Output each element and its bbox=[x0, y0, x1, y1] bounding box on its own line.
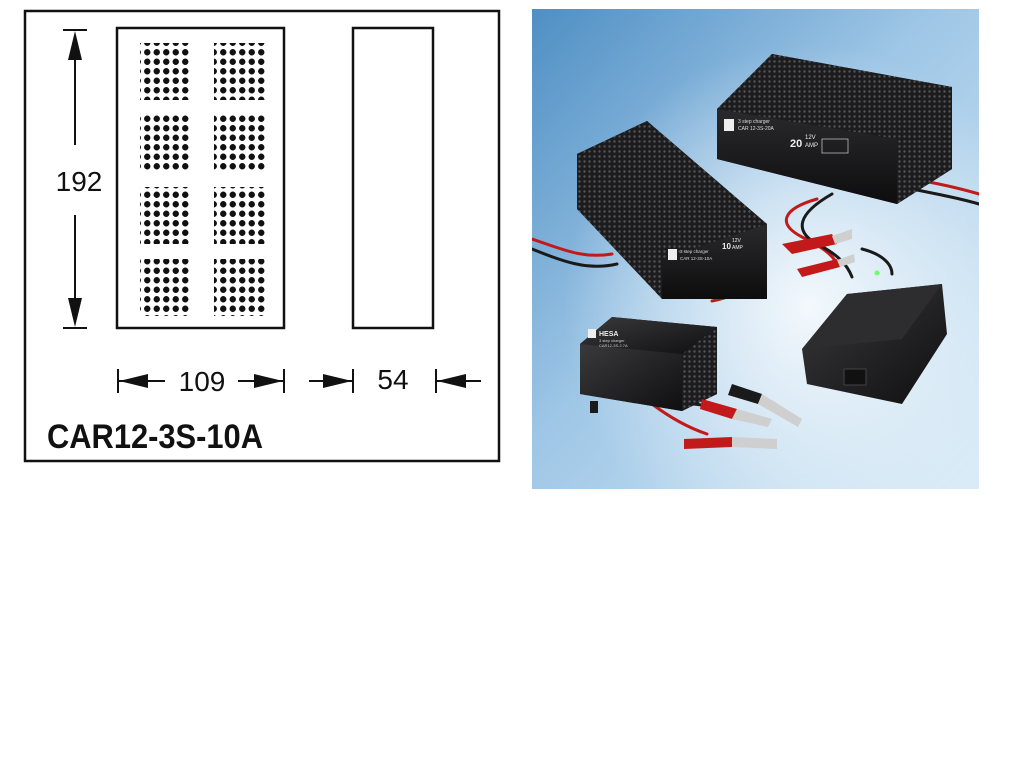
drawing-frame bbox=[23, 9, 501, 463]
charger-small-brand: HESA bbox=[599, 331, 618, 338]
charger-10a-line1: 3 step charger bbox=[680, 249, 709, 254]
charger-20a-line1: 3 step charger bbox=[738, 119, 770, 125]
width-arrow-left bbox=[119, 374, 148, 388]
charger-20a-volt: 12V bbox=[805, 135, 816, 141]
height-arrow-down bbox=[68, 298, 82, 327]
width-arrow-right bbox=[254, 374, 283, 388]
width-label: 109 bbox=[179, 366, 226, 397]
power-adapter bbox=[802, 270, 947, 404]
height-label: 192 bbox=[56, 166, 103, 197]
height-dimension-line bbox=[63, 29, 87, 329]
charger-20a-line2: CAR 12-3S-20A bbox=[738, 126, 775, 132]
side-panel-outline bbox=[351, 26, 435, 330]
charger-20a-unit: AMP bbox=[805, 143, 818, 149]
depth-arrow-right bbox=[323, 374, 352, 388]
charger-10a: 3 step charger CAR 12-3S-10A 10 12V AMP bbox=[577, 121, 767, 299]
vent-hole-groups bbox=[140, 43, 265, 316]
charger-10a-amp: 10 bbox=[722, 242, 731, 251]
charger-small-line2: CAR12-3S-2.7A bbox=[599, 343, 628, 348]
charger-10a-unit: AMP bbox=[732, 245, 744, 251]
depth-label: 54 bbox=[377, 364, 408, 395]
charger-10a-line2: CAR 12-3S-10A bbox=[680, 256, 712, 261]
product-photo: 3 step charger CAR 12-3S-20A 20 12V AMP … bbox=[532, 9, 979, 489]
model-label: CAR12-3S-10A bbox=[47, 418, 263, 456]
charger-10a-volt: 12V bbox=[732, 238, 742, 244]
height-arrow-up bbox=[68, 31, 82, 60]
charger-20a: 3 step charger CAR 12-3S-20A 20 12V AMP bbox=[717, 54, 952, 204]
depth-arrow-left bbox=[437, 374, 466, 388]
charger-small-line1: 3 step charger bbox=[599, 338, 625, 343]
alligator-clips bbox=[684, 229, 855, 449]
dimension-drawing: 192 109 54 CAR12-3S-10A bbox=[23, 9, 501, 463]
charger-small: HESA 3 step charger CAR12-3S-2.7A bbox=[580, 317, 717, 413]
charger-20a-amp: 20 bbox=[790, 138, 802, 150]
